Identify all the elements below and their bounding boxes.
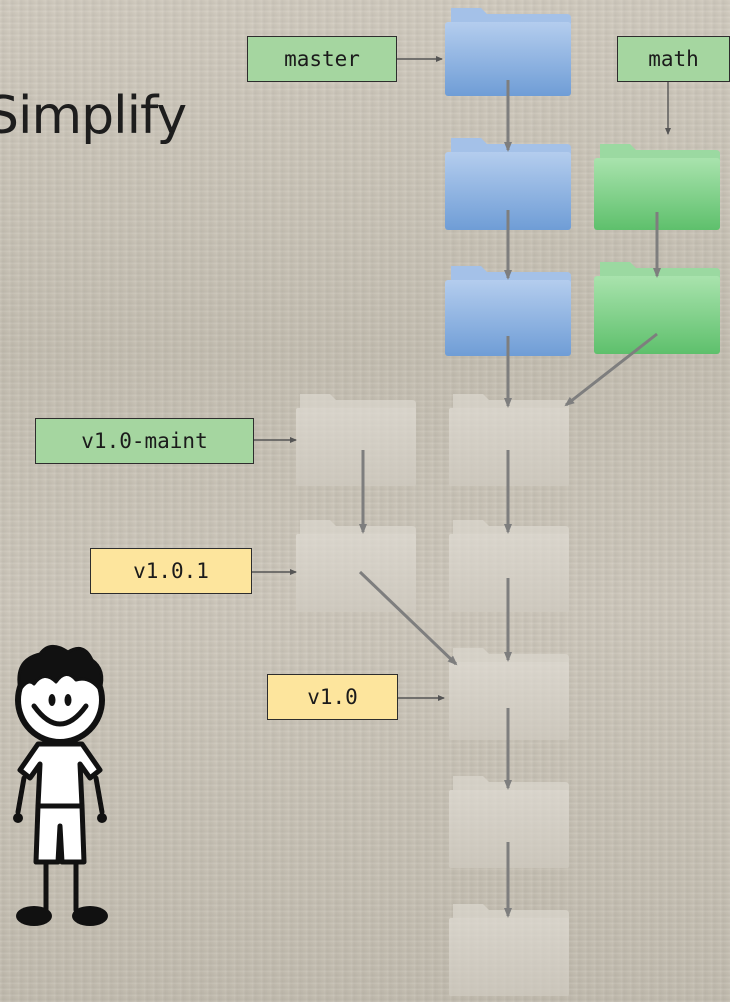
stick-figure-icon (13, 645, 108, 926)
parent-arrow (564, 332, 658, 407)
folder-icon (449, 904, 569, 996)
folder-icon (594, 144, 720, 230)
folder-icon (296, 394, 416, 486)
folder-icon (296, 520, 416, 612)
v1.0.1-tag-label: v1.0.1 (90, 548, 252, 594)
master-branch-label: master (247, 36, 397, 82)
slide-title: Simplify (0, 86, 187, 146)
math-branch-label: math (617, 36, 730, 82)
parent-arrow (358, 570, 458, 666)
v1.0-tag-label: v1.0 (267, 674, 398, 720)
folder-icon (445, 8, 571, 96)
v1.0-maint-branch-label: v1.0-maint (35, 418, 254, 464)
